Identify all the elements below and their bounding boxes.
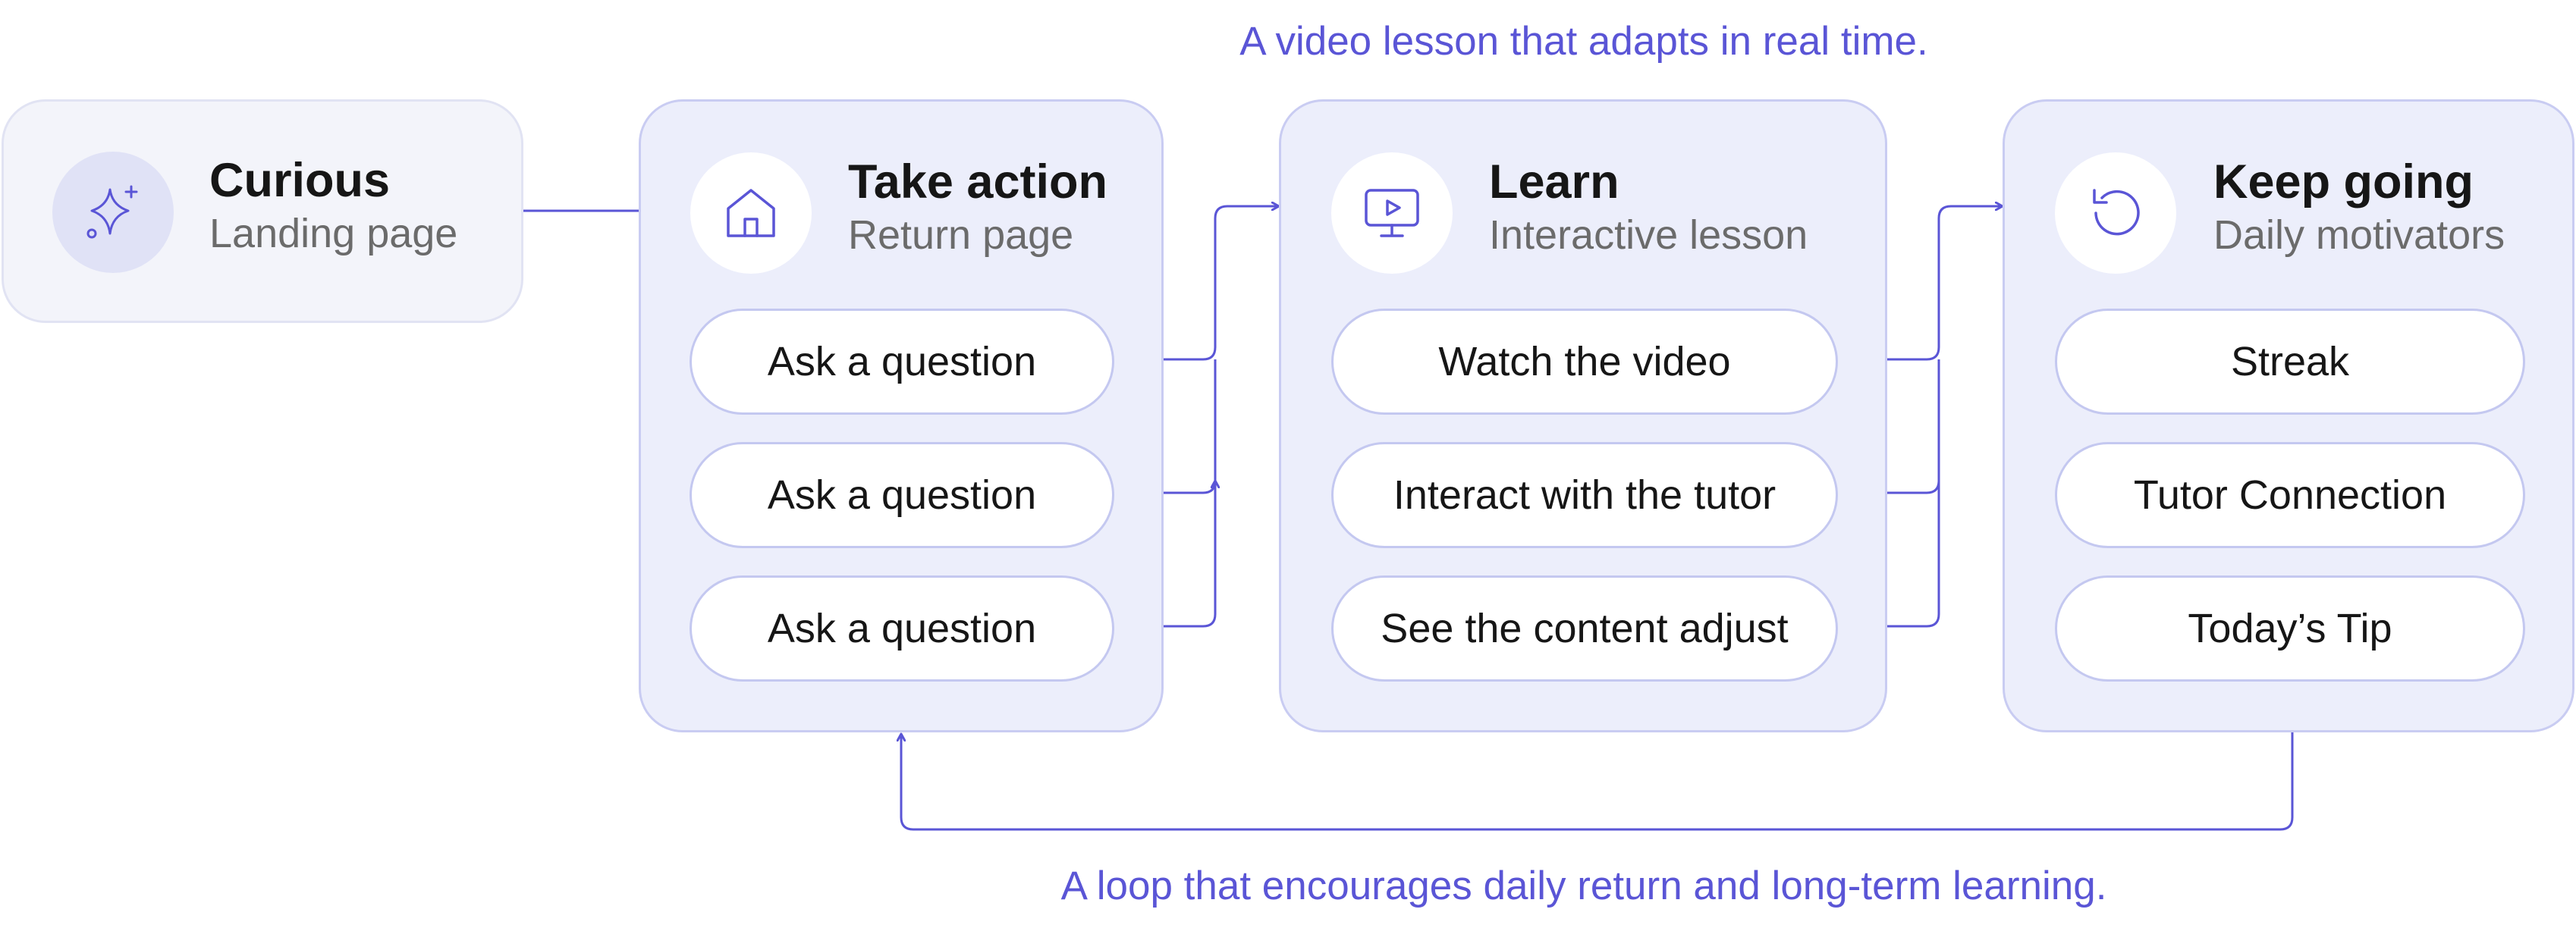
stage-card-keep-going: Keep going Daily motivators Streak Tutor…	[2003, 99, 2574, 732]
bottom-caption: A loop that encourages daily return and …	[1060, 864, 2107, 908]
stage-subtitle-curious: Landing page	[209, 211, 458, 256]
home-icon-circle	[690, 152, 812, 274]
option-tutor-connection[interactable]: Tutor Connection	[2055, 442, 2525, 548]
stage-card-curious: Curious Landing page	[2, 99, 523, 323]
stage-title-keep-going: Keep going	[2213, 155, 2474, 208]
refresh-icon	[2093, 189, 2140, 236]
option-ask-question-2[interactable]: Ask a question	[690, 442, 1114, 548]
stage-title-curious: Curious	[209, 154, 391, 207]
refresh-icon-circle	[2055, 152, 2176, 274]
stage-card-take-action: Take action Return page Ask a question A…	[639, 99, 1164, 732]
option-ask-question-1[interactable]: Ask a question	[690, 309, 1114, 415]
sparkle-icon-circle	[52, 152, 174, 273]
option-todays-tip[interactable]: Today’s Tip	[2055, 575, 2525, 682]
stage-subtitle-learn: Interactive lesson	[1489, 212, 1808, 258]
option-content-adjust[interactable]: See the content adjust	[1331, 575, 1838, 682]
option-ask-question-3[interactable]: Ask a question	[690, 575, 1114, 682]
sparkle-icon	[86, 185, 138, 239]
stage-subtitle-take-action: Return page	[848, 212, 1074, 258]
stage-title-take-action: Take action	[848, 155, 1107, 208]
option-watch-video[interactable]: Watch the video	[1331, 309, 1838, 415]
top-caption: A video lesson that adapts in real time.	[1239, 19, 1928, 64]
option-streak[interactable]: Streak	[2055, 309, 2525, 415]
stage-title-learn: Learn	[1489, 155, 1619, 208]
monitor-play-icon	[1365, 189, 1419, 237]
stage-card-learn: Learn Interactive lesson Watch the video…	[1279, 99, 1887, 732]
connector-loop-back	[900, 732, 2294, 831]
home-icon	[727, 189, 775, 237]
monitor-play-icon-circle	[1331, 152, 1453, 274]
option-interact-tutor[interactable]: Interact with the tutor	[1331, 442, 1838, 548]
stage-subtitle-keep-going: Daily motivators	[2213, 212, 2505, 258]
